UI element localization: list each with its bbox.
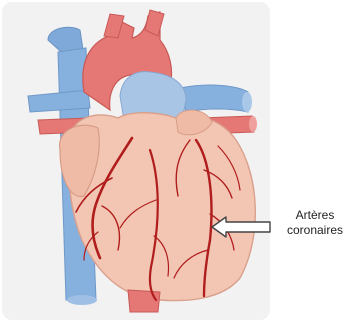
annotation-label-line1: Artères [276, 208, 354, 223]
annotation-label: Artères coronaires [276, 208, 354, 238]
annotation-label-line2: coronaires [276, 223, 354, 238]
